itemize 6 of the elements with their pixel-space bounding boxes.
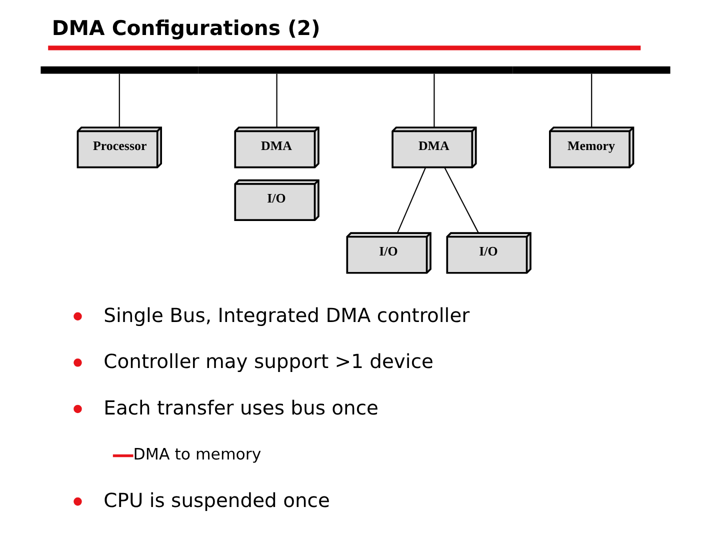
label: DMA to memory [132, 444, 261, 464]
label: Controller may support >1 device [103, 350, 433, 374]
label: Single Bus, Integrated DMA controller [103, 304, 470, 327]
diagram-title: DMA Configurations (2) [51, 16, 320, 40]
label: CPU is suspended once [103, 488, 330, 512]
label: Each transfer uses bus once [103, 396, 378, 420]
